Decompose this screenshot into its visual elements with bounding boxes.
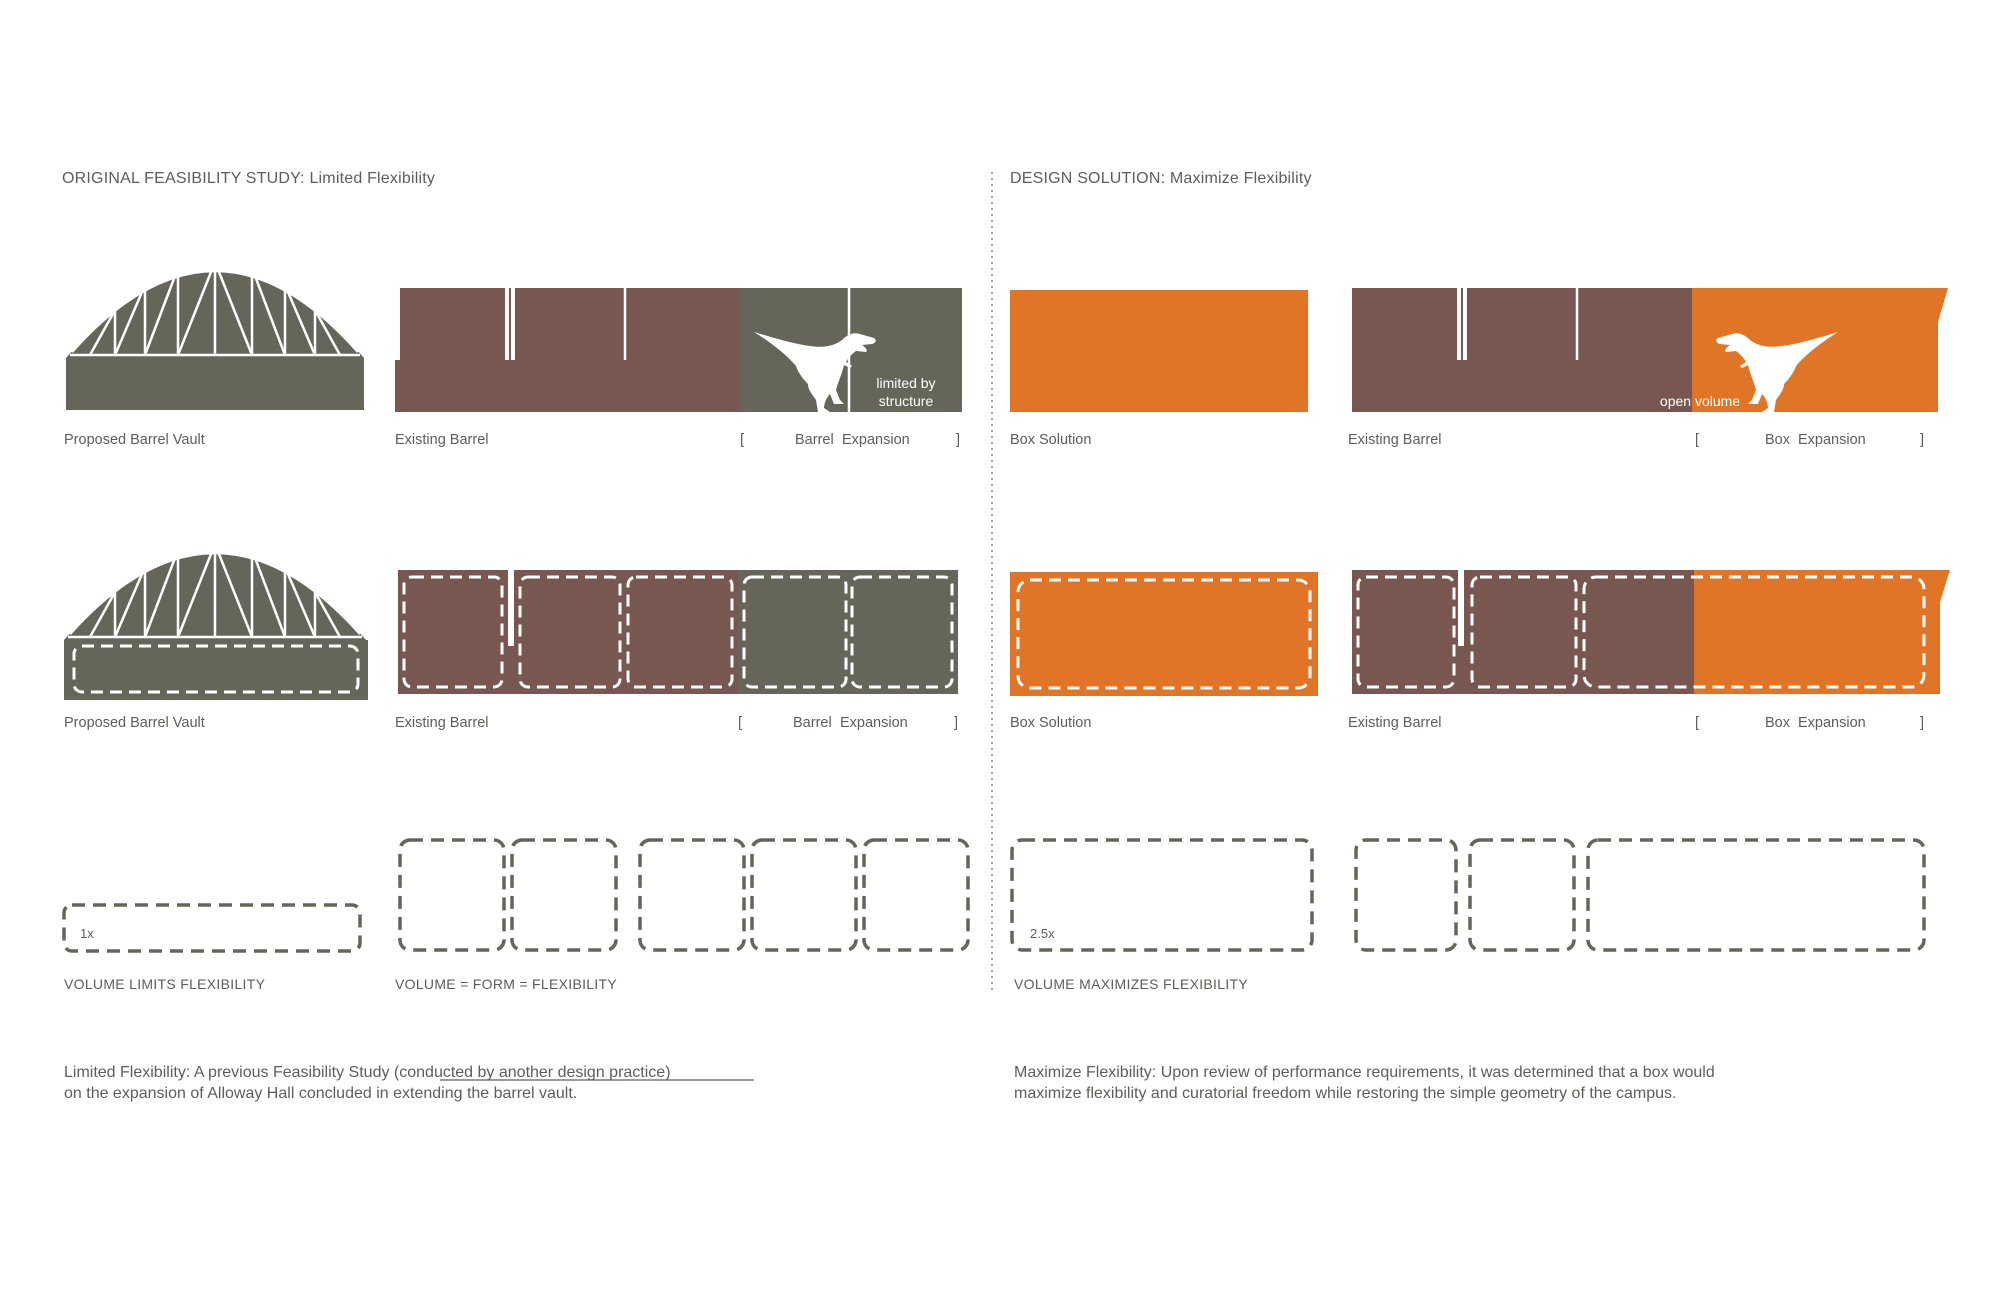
volume-caption: VOLUME MAXIMIZES FLEXIBILITY	[1014, 976, 1249, 992]
bracket-close: ]	[954, 715, 959, 731]
barrel-label: Existing Barrel	[395, 715, 489, 731]
paragraph-line: Maximize Flexibility: Upon review of per…	[1014, 1064, 1715, 1081]
bracket-close: ]	[1920, 432, 1925, 448]
existing-barrel-dashed	[398, 570, 738, 694]
expansion-label: Expansion	[1798, 715, 1866, 731]
box-expansion-dashed	[1694, 570, 1950, 694]
existing-barrel-block	[395, 288, 740, 412]
expansion-label: Expansion	[840, 715, 908, 731]
right-heading: DESIGN SOLUTION: Maximize Flexibility	[1010, 170, 1312, 187]
paragraph-line: on the expansion of Alloway Hall conclud…	[64, 1085, 578, 1102]
volume-multiplier: 1x	[80, 926, 94, 941]
bracket-open: [	[1695, 432, 1700, 448]
volume-caption: VOLUME = FORM = FLEXIBILITY	[395, 976, 618, 992]
existing-barrel-dashed-right	[1352, 570, 1694, 694]
volume-outlines-left	[62, 838, 970, 953]
bracket-open: [	[740, 432, 745, 448]
expansion-label: Expansion	[1798, 432, 1866, 448]
barrel-expansion-dashed	[738, 570, 958, 694]
barrel-label: Existing Barrel	[395, 432, 489, 448]
left-heading: ORIGINAL FEASIBILITY STUDY: Limited Flex…	[62, 170, 436, 187]
volume-caption: VOLUME LIMITS FLEXIBILITY	[64, 976, 266, 992]
paragraph-line: maximize flexibility and curatorial free…	[1014, 1085, 1677, 1102]
expansion-label: Expansion	[842, 432, 910, 448]
bracket-close: ]	[1920, 715, 1925, 731]
vault-label: Proposed Barrel Vault	[64, 432, 205, 448]
existing-barrel-block-right	[1352, 288, 1692, 412]
volume-note: open volume	[1659, 393, 1741, 409]
vault-label: Proposed Barrel Vault	[64, 715, 205, 731]
box-solution-block	[1010, 290, 1308, 412]
vault-truss	[66, 261, 364, 410]
volume-multiplier: 2.5x	[1030, 926, 1055, 941]
expansion-type-label: Box	[1765, 432, 1790, 448]
vault-truss-dashed	[64, 543, 368, 700]
barrel-label: Existing Barrel	[1348, 715, 1442, 731]
paragraph-line: Limited Flexibility: A previous Feasibil…	[64, 1064, 671, 1081]
box-label: Box Solution	[1010, 715, 1092, 731]
expansion-type-label: Barrel	[793, 715, 832, 731]
expansion-type-label: Barrel	[795, 432, 834, 448]
volume-outlines-right	[1010, 838, 1926, 952]
barrel-label: Existing Barrel	[1348, 432, 1442, 448]
bracket-open: [	[738, 715, 743, 731]
bracket-close: ]	[956, 432, 961, 448]
bracket-open: [	[1695, 715, 1700, 731]
box-label: Box Solution	[1010, 432, 1092, 448]
box-solution-dashed	[1010, 572, 1318, 696]
structure-note: limited by structure	[876, 375, 936, 409]
expansion-type-label: Box	[1765, 715, 1790, 731]
